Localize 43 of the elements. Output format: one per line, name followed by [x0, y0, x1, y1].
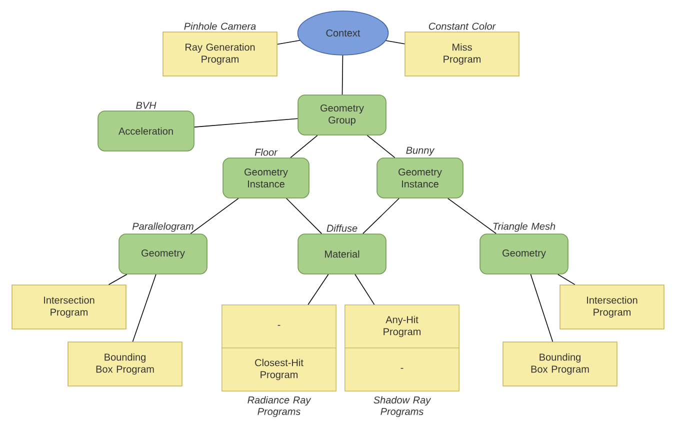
- connector-line: [557, 274, 576, 285]
- object-box: Acceleration: [98, 110, 194, 152]
- object-box: Geometry: [480, 234, 568, 274]
- node-caption: Bunny: [406, 146, 435, 156]
- program-box: Bounding Box Program: [68, 342, 182, 386]
- connector-line: [290, 135, 318, 158]
- node-caption: Radiance Ray Programs: [248, 396, 312, 417]
- object-box: Geometry Group: [298, 94, 386, 136]
- connector-line: [342, 55, 344, 95]
- program-box: Bounding Box Program: [502, 342, 618, 386]
- connector-line: [286, 198, 322, 234]
- node-caption: Parallelogram: [132, 222, 194, 232]
- connector-line: [308, 274, 329, 305]
- node-caption: Shadow Ray Programs: [374, 396, 432, 417]
- node-caption: Pinhole Camera: [184, 22, 256, 30]
- object-box: Geometry: [118, 234, 208, 274]
- connector-line: [190, 198, 239, 234]
- connector-line: [530, 274, 554, 342]
- program-cell: Closest-Hit Program: [222, 348, 336, 392]
- program-box: Intersection Program: [560, 284, 664, 330]
- program-box: Miss Program: [404, 32, 520, 76]
- node-caption: Diffuse: [326, 224, 358, 232]
- program-cell: -: [344, 348, 460, 392]
- node-caption: Floor: [254, 148, 278, 156]
- node-caption: BVH: [136, 102, 156, 109]
- object-box: Geometry Instance: [376, 158, 464, 198]
- program-box: Ray Generation Program: [162, 32, 278, 76]
- program-cell: -: [222, 304, 336, 348]
- connector-line: [194, 118, 298, 128]
- object-box: Geometry Instance: [222, 158, 310, 198]
- connector-line: [132, 274, 156, 342]
- connector-line: [108, 274, 128, 285]
- node-caption: Constant Color: [428, 22, 496, 30]
- node-caption: Triangle Mesh: [493, 222, 556, 232]
- object-box: Material: [298, 234, 386, 274]
- program-box: Intersection Program: [12, 284, 126, 330]
- program-cell: Any-Hit Program: [344, 304, 460, 348]
- connector-line: [448, 198, 496, 234]
- connector-line: [366, 135, 396, 158]
- connector-line: [354, 274, 375, 305]
- connector-line: [386, 40, 405, 44]
- connector-line: [362, 198, 400, 234]
- connector-line: [277, 40, 300, 45]
